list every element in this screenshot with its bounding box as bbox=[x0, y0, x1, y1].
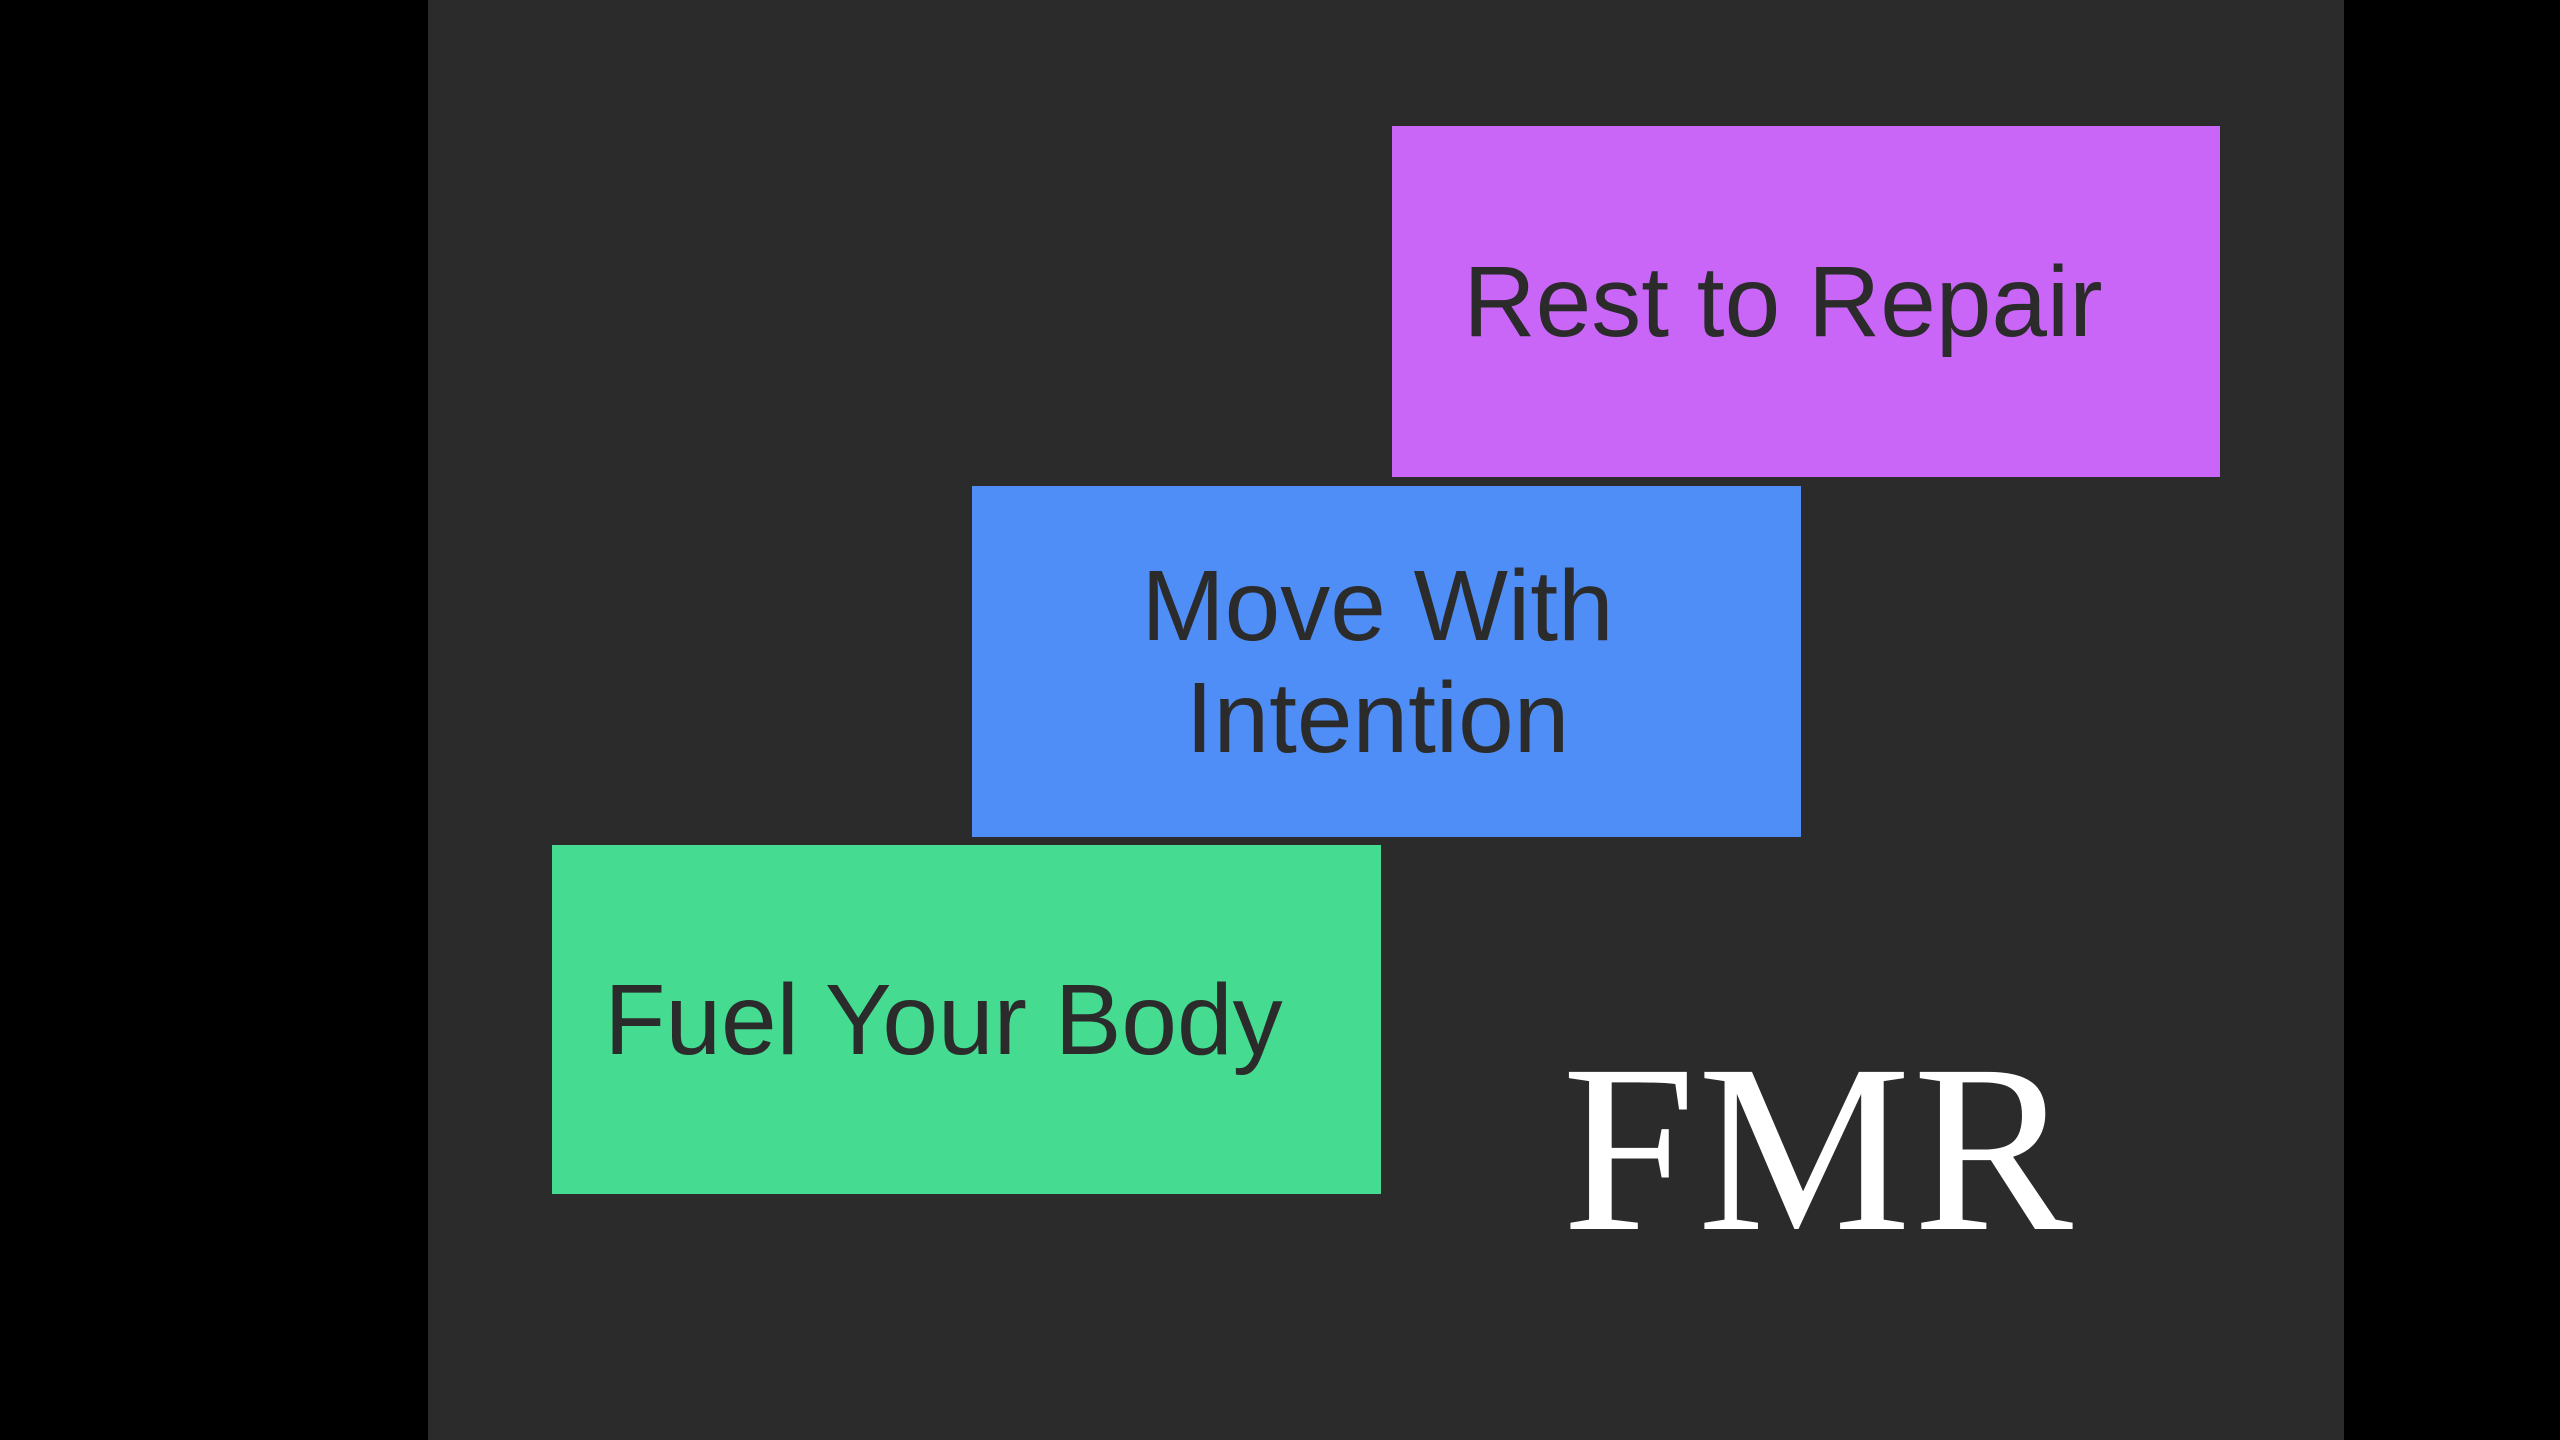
letterbox-left bbox=[0, 0, 428, 1440]
pillar-card-fuel-your-body[interactable]: Fuel Your Body bbox=[552, 845, 1381, 1194]
pillar-label-move-with-intention: Move With Intention bbox=[1141, 549, 1614, 774]
brand-wordmark-fmr: FMR bbox=[1562, 1015, 2075, 1281]
pillar-card-rest-to-repair[interactable]: Rest to Repair bbox=[1392, 126, 2220, 477]
pillar-card-move-with-intention[interactable]: Move With Intention bbox=[972, 486, 1801, 837]
slide-canvas: Rest to Repair Move With Intention Fuel … bbox=[428, 0, 2344, 1440]
pillar-label-fuel-your-body: Fuel Your Body bbox=[604, 963, 1283, 1076]
letterbox-right bbox=[2344, 0, 2560, 1440]
pillar-label-rest-to-repair: Rest to Repair bbox=[1463, 245, 2103, 358]
